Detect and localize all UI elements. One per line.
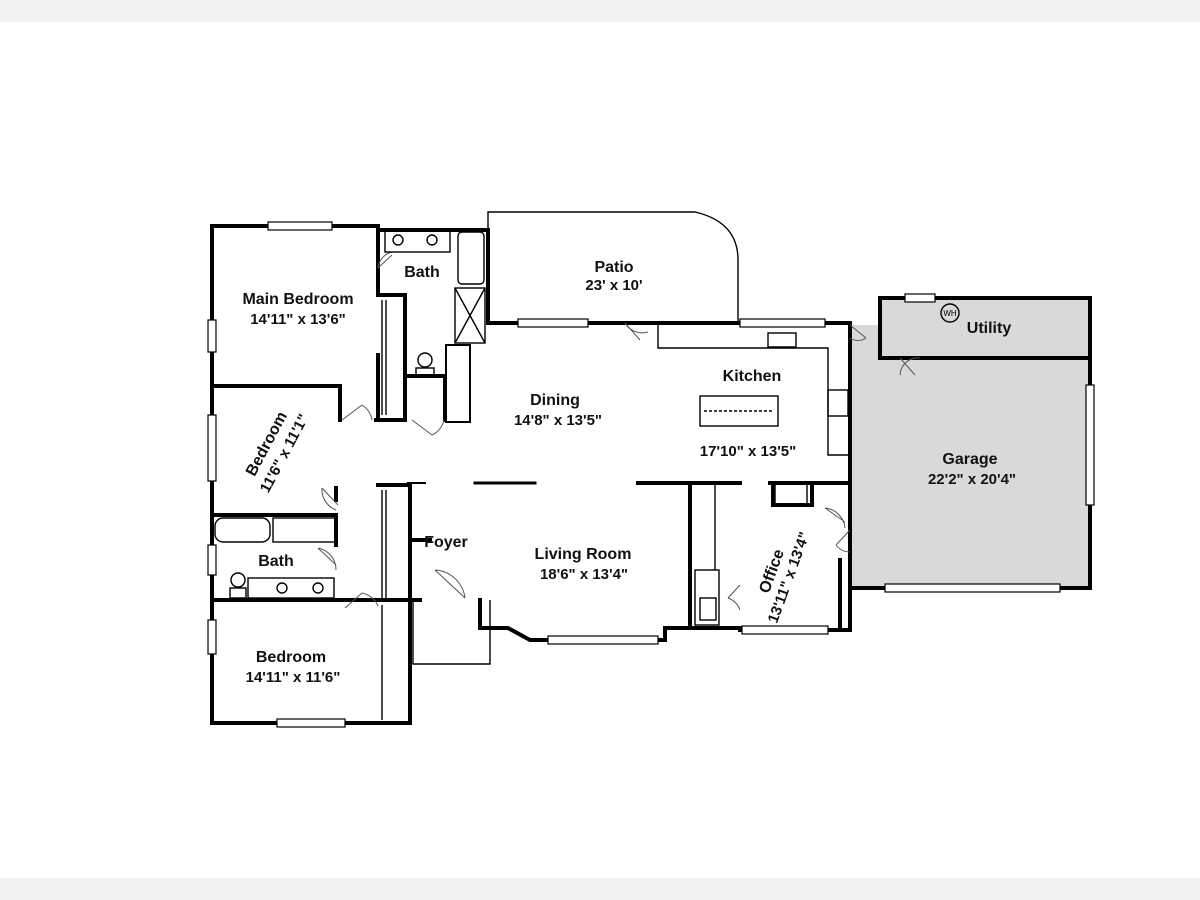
windows [207,221,1095,728]
dining-dims: 14'8" x 13'5" [514,412,602,429]
fixtures [214,229,960,626]
main-bedroom-dims: 14'11" x 13'6" [250,311,346,328]
patio-label: Patio [594,259,633,276]
bedroom3-label: Bedroom [256,649,326,666]
utility-label: Utility [967,320,1012,337]
bedroom3-dims: 14'11" x 11'6" [246,669,341,686]
water-heater-label: WH [943,309,957,318]
door-swings [317,251,921,611]
utility-area [882,300,1088,356]
living-room-label: Living Room [535,546,632,563]
garage-label: Garage [942,451,997,468]
garage-dims: 22'2" x 20'4" [928,471,1016,488]
kitchen-label: Kitchen [723,368,782,385]
living-room-dims: 18'6" x 13'4" [540,566,628,583]
porch-outline [412,600,491,665]
bath2-label: Bath [258,553,294,570]
dining-label: Dining [530,392,580,409]
kitchen-dims: 17'10" x 13'5" [700,443,796,460]
foyer-label: Foyer [424,534,468,551]
patio-dims: 23' x 10' [585,277,642,294]
garage-area [850,298,1090,588]
main-bedroom-label: Main Bedroom [242,291,353,308]
patio-outline [487,211,739,323]
floor-plan-canvas: Patio 23' x 10' Main Bedroom 14'11" x 13… [0,22,1200,878]
floor-plan-drawing: Patio 23' x 10' Main Bedroom 14'11" x 13… [207,211,1095,728]
main-bath-label: Bath [404,264,440,281]
